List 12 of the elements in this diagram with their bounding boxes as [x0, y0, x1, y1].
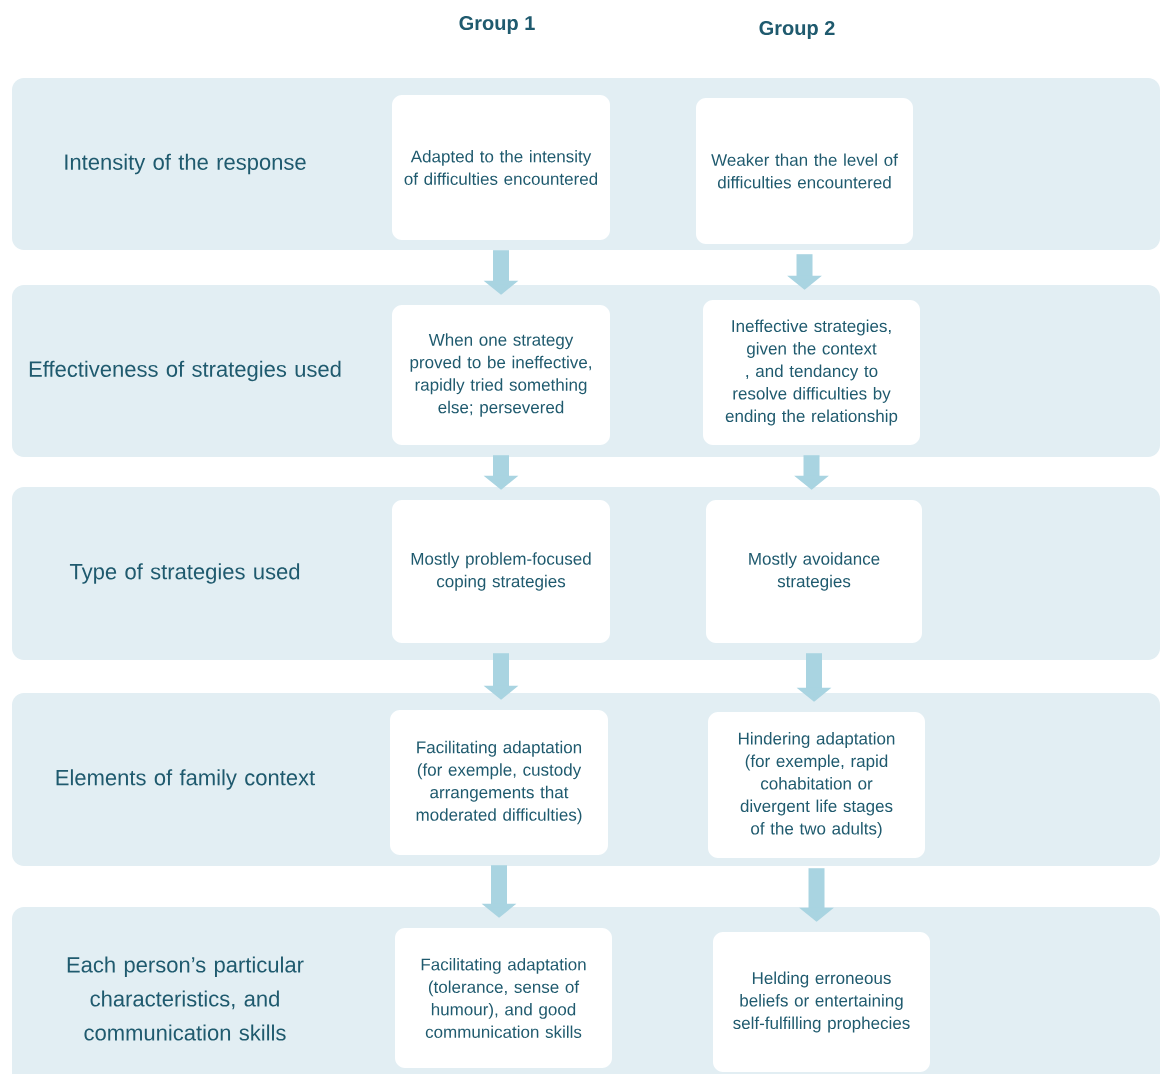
- text-box: Facilitating adaptation (tolerance, sense of humour), and good communication skills: [395, 928, 612, 1068]
- text-box: Ineffective strategies, given the context , and tendancy to resolve difficulties by ending the relationship: [703, 300, 920, 445]
- text-box: Hindering adaptation (for exemple, rapid cohabitation or divergent life stages of the two adults): [708, 712, 925, 858]
- text-box: Mostly avoidance strategies: [706, 500, 922, 643]
- text-box: Facilitating adaptation (for exemple, custody arrangements that moderated difficulties): [390, 710, 608, 855]
- text-box: Mostly problem-focused coping strategies: [392, 500, 610, 643]
- text-box: When one strategy proved to be ineffective, rapidly tried something else; persevered: [392, 305, 610, 445]
- column-heading: Group 2: [759, 20, 835, 40]
- text-box: Adapted to the intensity of difficulties encountered: [392, 95, 610, 240]
- text-box: Helding erroneous beliefs or entertaining self-fulfilling prophecies: [713, 932, 930, 1072]
- column-heading: Group 1: [459, 15, 535, 35]
- text-box: Weaker than the level of difficulties encountered: [696, 98, 913, 244]
